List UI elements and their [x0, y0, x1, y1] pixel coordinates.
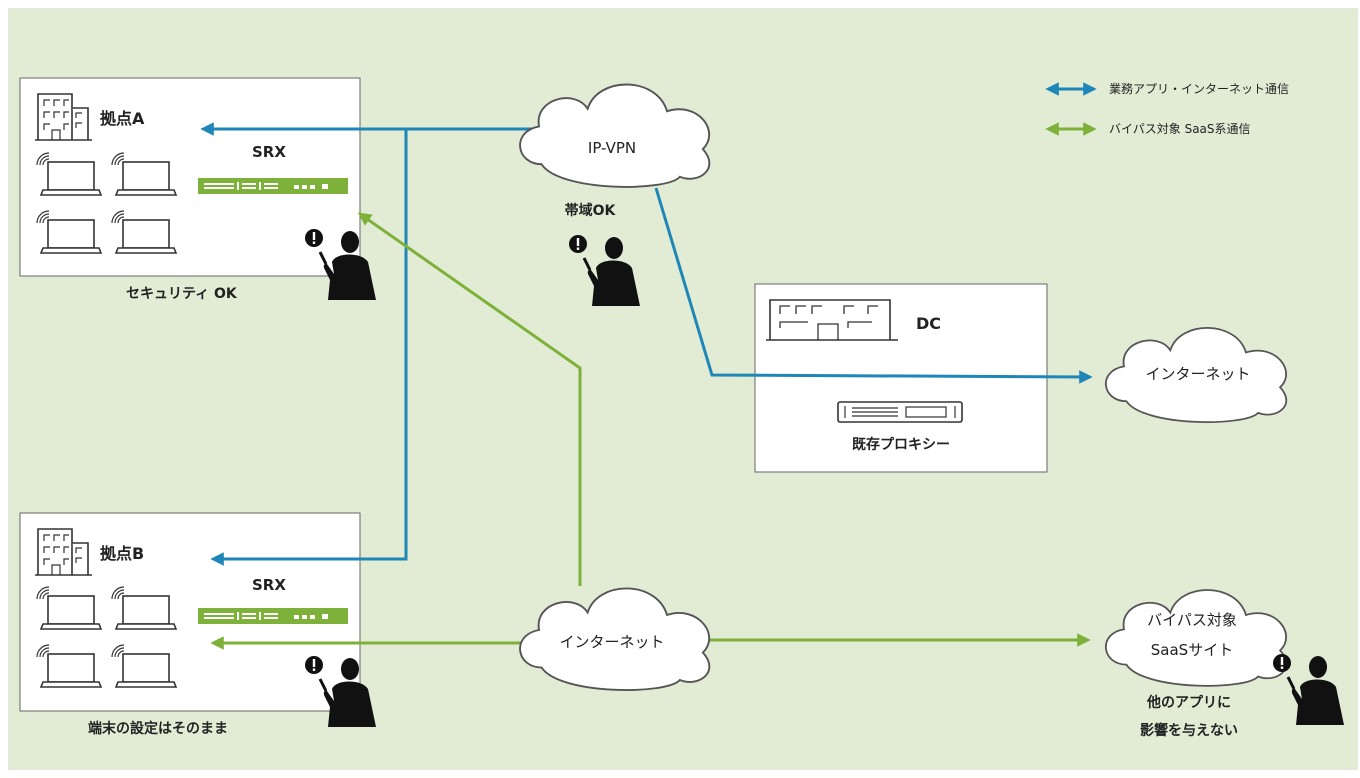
ipvpn-label: IP-VPN — [588, 139, 636, 157]
site-b-caption: 端末の設定はそのまま — [88, 720, 228, 737]
person-alert-icon — [567, 233, 642, 308]
saas-caption-line1: 他のアプリに — [1146, 694, 1231, 711]
person-alert-icon — [1271, 652, 1346, 727]
internet-bottom-label: インターネット — [559, 633, 664, 651]
green-flow-lines — [210, 212, 1091, 650]
internet-right-label: インターネット — [1145, 365, 1250, 383]
ipvpn-cloud: IP-VPN — [519, 83, 711, 188]
internet-cloud-bottom: インターネット — [519, 587, 711, 691]
saas-caption-line2: 影響を与えない — [1140, 722, 1238, 739]
router-icon — [198, 178, 348, 194]
site-a-box: 拠点A SRX — [19, 77, 361, 277]
dc-title: DC — [916, 314, 941, 333]
site-b-srx-label: SRX — [252, 576, 286, 594]
cloud-icon — [1104, 589, 1288, 687]
datacenter-icon — [766, 299, 898, 341]
saas-cloud: バイパス対象 SaaSサイト — [1104, 589, 1288, 687]
legend-label-saas: バイパス対象 SaaS系通信 — [1109, 122, 1251, 136]
site-a-title: 拠点A — [100, 109, 145, 128]
saas-label-line1: バイパス対象 — [1147, 611, 1237, 629]
site-a-srx-label: SRX — [252, 143, 286, 161]
legend: 業務アプリ・インターネット通信 バイパス対象 SaaS系通信 — [1045, 82, 1289, 136]
site-a-caption: セキュリティ OK — [126, 286, 238, 302]
diagram-canvas: 業務アプリ・インターネット通信 バイパス対象 SaaS系通信 拠点A SRX セ… — [8, 8, 1358, 770]
saas-label-line2: SaaSサイト — [1151, 641, 1233, 659]
proxy-label: 既存プロキシー — [852, 436, 950, 453]
site-b-box: 拠点B SRX — [19, 512, 361, 712]
router-icon — [198, 608, 348, 624]
site-b-title: 拠点B — [100, 544, 144, 563]
ipvpn-caption: 帯域OK — [565, 202, 617, 219]
blue-flow-lines — [200, 122, 1093, 566]
proxy-server-icon — [837, 401, 963, 423]
cloud-icon — [519, 83, 711, 188]
internet-cloud-right: インターネット — [1104, 326, 1288, 424]
legend-label-business: 業務アプリ・インターネット通信 — [1109, 82, 1289, 96]
